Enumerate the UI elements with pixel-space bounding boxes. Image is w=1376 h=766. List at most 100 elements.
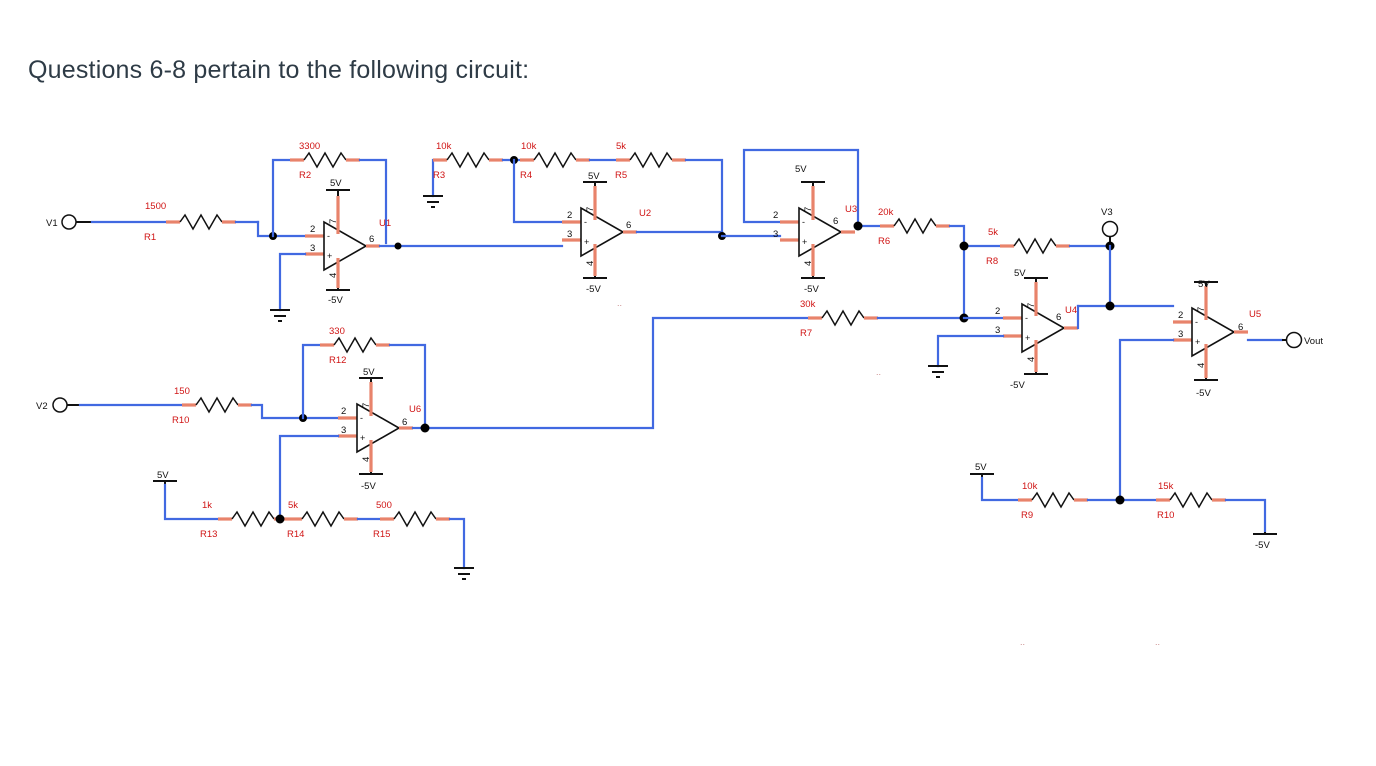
opamp-u3-plus-sign: + bbox=[802, 237, 807, 247]
resistor-r10-input: 150 R10 bbox=[78, 386, 340, 426]
source-vout: Vout bbox=[1282, 331, 1323, 349]
resistor-r5-ref: R5 bbox=[615, 170, 627, 181]
resistor-r9-value: 10k bbox=[1022, 481, 1038, 492]
opamp-u5-pin-out: 6 bbox=[1238, 322, 1243, 333]
resistor-r4-value: 10k bbox=[521, 141, 537, 152]
stage-u3: 2 3 6 - + U3 5V 7 -5V 4 20k R6 bbox=[720, 148, 966, 320]
junction-dot bbox=[959, 241, 969, 251]
opamp-u4-vneg: -5V bbox=[1010, 380, 1025, 391]
opamp-u1-vneg: -5V bbox=[328, 295, 343, 306]
resistor-r8-ref: R8 bbox=[986, 256, 998, 267]
opamp-u3-vneg: -5V bbox=[804, 284, 819, 295]
resistor-r13-value: 1k bbox=[202, 500, 212, 511]
opamp-u6-pin-out: 6 bbox=[402, 417, 407, 428]
resistor-r10-input-value: 150 bbox=[174, 386, 190, 397]
resistor-r15-ref: R15 bbox=[373, 529, 390, 540]
opamp-u3-minus-sign: - bbox=[802, 217, 805, 227]
opamp-u5-pin-plus: 3 bbox=[1178, 329, 1183, 340]
source-v2: V2 bbox=[36, 397, 80, 413]
opamp-u6-minus-sign: - bbox=[360, 413, 363, 423]
divider-r13-r14-r15: 5V 1k R13 5k R14 500 R15 bbox=[153, 470, 474, 580]
stage-u1: V1 1500 R1 3300 R2 bbox=[46, 141, 400, 322]
stage-u2: 10k R3 10k R4 5k R5 bbox=[394, 141, 726, 308]
opamp-u6: 2 3 6 - + U6 5V 7 -5V 4 bbox=[278, 367, 430, 521]
source-v3-label: V3 bbox=[1101, 207, 1113, 218]
opamp-u5-pin-vpos: 7 bbox=[1196, 307, 1207, 312]
opamp-u2-ref: U2 bbox=[639, 208, 651, 219]
resistor-r2-ref: R2 bbox=[299, 170, 311, 181]
opamp-u5-plus-sign: + bbox=[1195, 337, 1200, 347]
junction-dot bbox=[394, 242, 402, 250]
resistor-r7-ref: R7 bbox=[800, 328, 812, 339]
opamp-u4-pin-vpos: 7 bbox=[1026, 303, 1037, 308]
opamp-u5-pin-minus: 2 bbox=[1178, 310, 1183, 321]
resistor-r8: 5k R8 bbox=[959, 227, 1112, 267]
opamp-u4-pin-vneg: 4 bbox=[1026, 357, 1037, 362]
opamp-u6-pin-minus: 2 bbox=[341, 406, 346, 417]
opamp-u5-pin-vneg: 4 bbox=[1196, 363, 1207, 368]
opamp-u1-minus-sign: - bbox=[327, 231, 330, 241]
opamp-u1-ref: U1 bbox=[379, 218, 391, 229]
opamp-u4-pin-out: 6 bbox=[1056, 312, 1061, 323]
resistor-r4: 10k R4 bbox=[520, 141, 590, 181]
opamp-u2: 2 3 6 - + U2 5V 7 -5V 4 .. bbox=[562, 171, 726, 308]
resistor-r12-ref: R12 bbox=[329, 355, 346, 366]
opamp-u4-pin-plus: 3 bbox=[995, 325, 1000, 336]
resistor-r3-ref: R3 bbox=[433, 170, 445, 181]
opamp-u4-pin-minus: 2 bbox=[995, 306, 1000, 317]
opamp-u3-pin-vpos: 7 bbox=[803, 207, 814, 212]
resistor-r5-value: 5k bbox=[616, 141, 626, 152]
opamp-u4-ref: U4 bbox=[1065, 305, 1077, 316]
resistor-r7-value: 30k bbox=[800, 299, 816, 310]
ground-symbol bbox=[270, 309, 290, 322]
opamp-u1-plus-sign: + bbox=[327, 251, 332, 261]
opamp-u3-vpos: 5V bbox=[795, 164, 807, 175]
opamp-u2-pin-vpos: 7 bbox=[585, 207, 596, 212]
resistor-r10-div-value: 15k bbox=[1158, 481, 1174, 492]
source-vout-label: Vout bbox=[1304, 336, 1323, 347]
opamp-u1-pin-minus: 2 bbox=[310, 224, 315, 235]
resistor-r2-value: 3300 bbox=[299, 141, 320, 152]
resistor-r1-ref: R1 bbox=[144, 232, 156, 243]
resistor-r1-value: 1500 bbox=[145, 201, 166, 212]
opamp-u5-vneg: -5V bbox=[1196, 388, 1211, 399]
resistor-r6-ref: R6 bbox=[878, 236, 890, 247]
opamp-u2-vneg: -5V bbox=[586, 284, 601, 295]
opamp-u4-vpos: 5V bbox=[1014, 268, 1026, 279]
opamp-u2-plus-sign: + bbox=[584, 237, 589, 247]
resistor-r9-ref: R9 bbox=[1021, 510, 1033, 521]
opamp-u2-pin-out: 6 bbox=[626, 220, 631, 231]
opamp-u4-plus-sign: + bbox=[1025, 333, 1030, 343]
resistor-r4-ref: R4 bbox=[520, 170, 532, 181]
resistor-r1: 1500 R1 bbox=[90, 201, 260, 243]
opamp-u2-pin-vneg: 4 bbox=[585, 261, 596, 266]
opamp-u6-pin-vpos: 7 bbox=[361, 403, 372, 408]
opamp-u1-pin-out: 6 bbox=[369, 234, 374, 245]
resistor-r10-div-ref: R10 bbox=[1157, 510, 1174, 521]
opamp-u3: 2 3 6 - + U3 5V 7 -5V 4 bbox=[773, 164, 882, 295]
stage-u4: 30k R7 5k R8 V3 bbox=[423, 207, 1175, 430]
resistor-r13-ref: R13 bbox=[200, 529, 217, 540]
source-v1: V1 bbox=[46, 214, 92, 230]
opamp-u6-pin-plus: 3 bbox=[341, 425, 346, 436]
opamp-u6-vpos: 5V bbox=[363, 367, 375, 378]
opamp-u4: 2 3 6 - + U4 5V 7 -5V 4 .. bbox=[876, 268, 1175, 391]
stage-u6: V2 150 R10 330 R12 bbox=[36, 326, 474, 580]
opamp-u6-ref: U6 bbox=[409, 404, 421, 415]
resistor-r6: 20k R6 bbox=[878, 207, 966, 320]
resistor-r2: 3300 R2 bbox=[271, 141, 388, 245]
resistor-r14-value: 5k bbox=[288, 500, 298, 511]
opamp-u5: 2 3 6 - + U5 5V 7 -5V 4 bbox=[1118, 279, 1284, 502]
junction-dot bbox=[275, 514, 285, 524]
divider-right-vneg: -5V bbox=[1255, 540, 1270, 551]
resistor-r5: 5k R5 bbox=[588, 141, 724, 238]
opamp-u3-pin-minus: 2 bbox=[773, 210, 778, 221]
resistor-r14-ref: R14 bbox=[287, 529, 304, 540]
resistor-r8-value: 5k bbox=[988, 227, 998, 238]
opamp-u2-pin-minus: 2 bbox=[567, 210, 572, 221]
resistor-r6-value: 20k bbox=[878, 207, 894, 218]
opamp-u6-pin-vneg: 4 bbox=[361, 457, 372, 462]
divider-right-vpos: 5V bbox=[975, 462, 987, 473]
opamp-u3-pin-vneg: 4 bbox=[803, 261, 814, 266]
